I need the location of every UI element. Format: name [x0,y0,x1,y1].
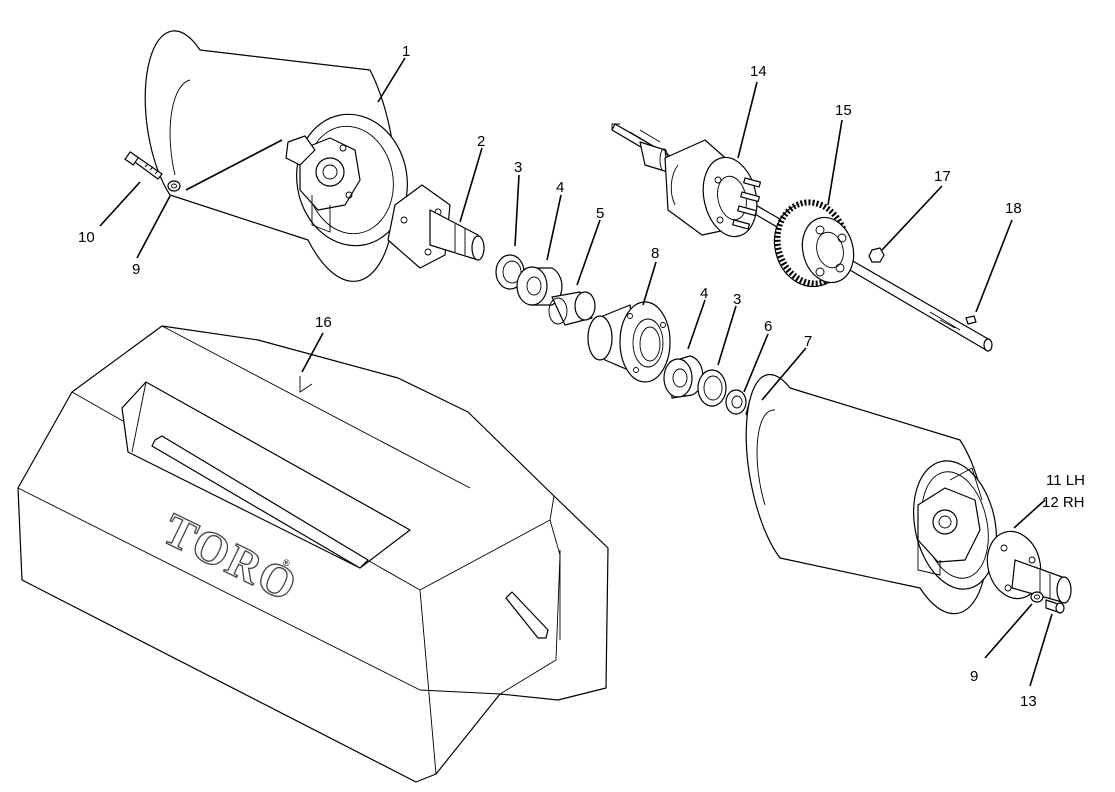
bearing-4-right [663,355,704,399]
callout-11-lh: 11 LH [1046,472,1085,489]
callout-7: 7 [804,333,812,350]
callout-2: 2 [477,133,485,150]
callout-8: 8 [651,245,659,262]
bolt-10 [124,151,163,180]
callout-4: 4 [556,179,564,196]
clutch-14 [664,139,762,238]
callout-3: 3 [514,159,522,176]
callout-16: 16 [315,314,332,331]
roller-hub-left [285,135,361,233]
registered-mark: ® [283,558,290,568]
gear-15 [773,199,855,288]
callout-14: 14 [750,63,767,80]
callout-12-rh: 12 RH [1042,494,1085,511]
bolt-13 [1045,599,1065,614]
callout-5: 5 [596,205,604,222]
callout-6: 6 [764,318,772,335]
roller-drum-right [745,373,997,615]
key-18 [965,315,977,325]
callout-9: 9 [132,261,140,278]
bearing-4-left [516,266,563,306]
washer-3-right [697,369,727,407]
roller-drum-left [144,30,408,282]
spindle-2 [387,184,485,269]
callout-17: 17 [934,168,951,185]
callout-18: 18 [1005,200,1022,217]
spacer-5 [548,291,596,326]
bearing-housing-8 [587,301,671,383]
callout-13: 13 [1020,693,1037,710]
washer-9-left [167,180,181,192]
roller-hub-right [917,467,983,576]
callout-9: 9 [970,668,978,685]
callout-3: 3 [733,291,741,308]
spindle-11-12 [986,530,1072,604]
nut-17 [868,247,885,263]
washer-6 [725,389,747,415]
callout-15: 15 [835,102,852,119]
leader-lines [99,57,1053,687]
callout-10: 10 [78,229,95,246]
callout-labels: 1 2 3 3 4 4 5 6 7 8 9 9 10 11 LH 12 RH 1… [78,43,1085,710]
washer-9-right [1030,591,1044,603]
callout-1: 1 [402,43,410,60]
callout-4: 4 [700,285,708,302]
catcher-16: TORO ® [17,325,609,783]
shaft-spline-left [639,141,669,173]
